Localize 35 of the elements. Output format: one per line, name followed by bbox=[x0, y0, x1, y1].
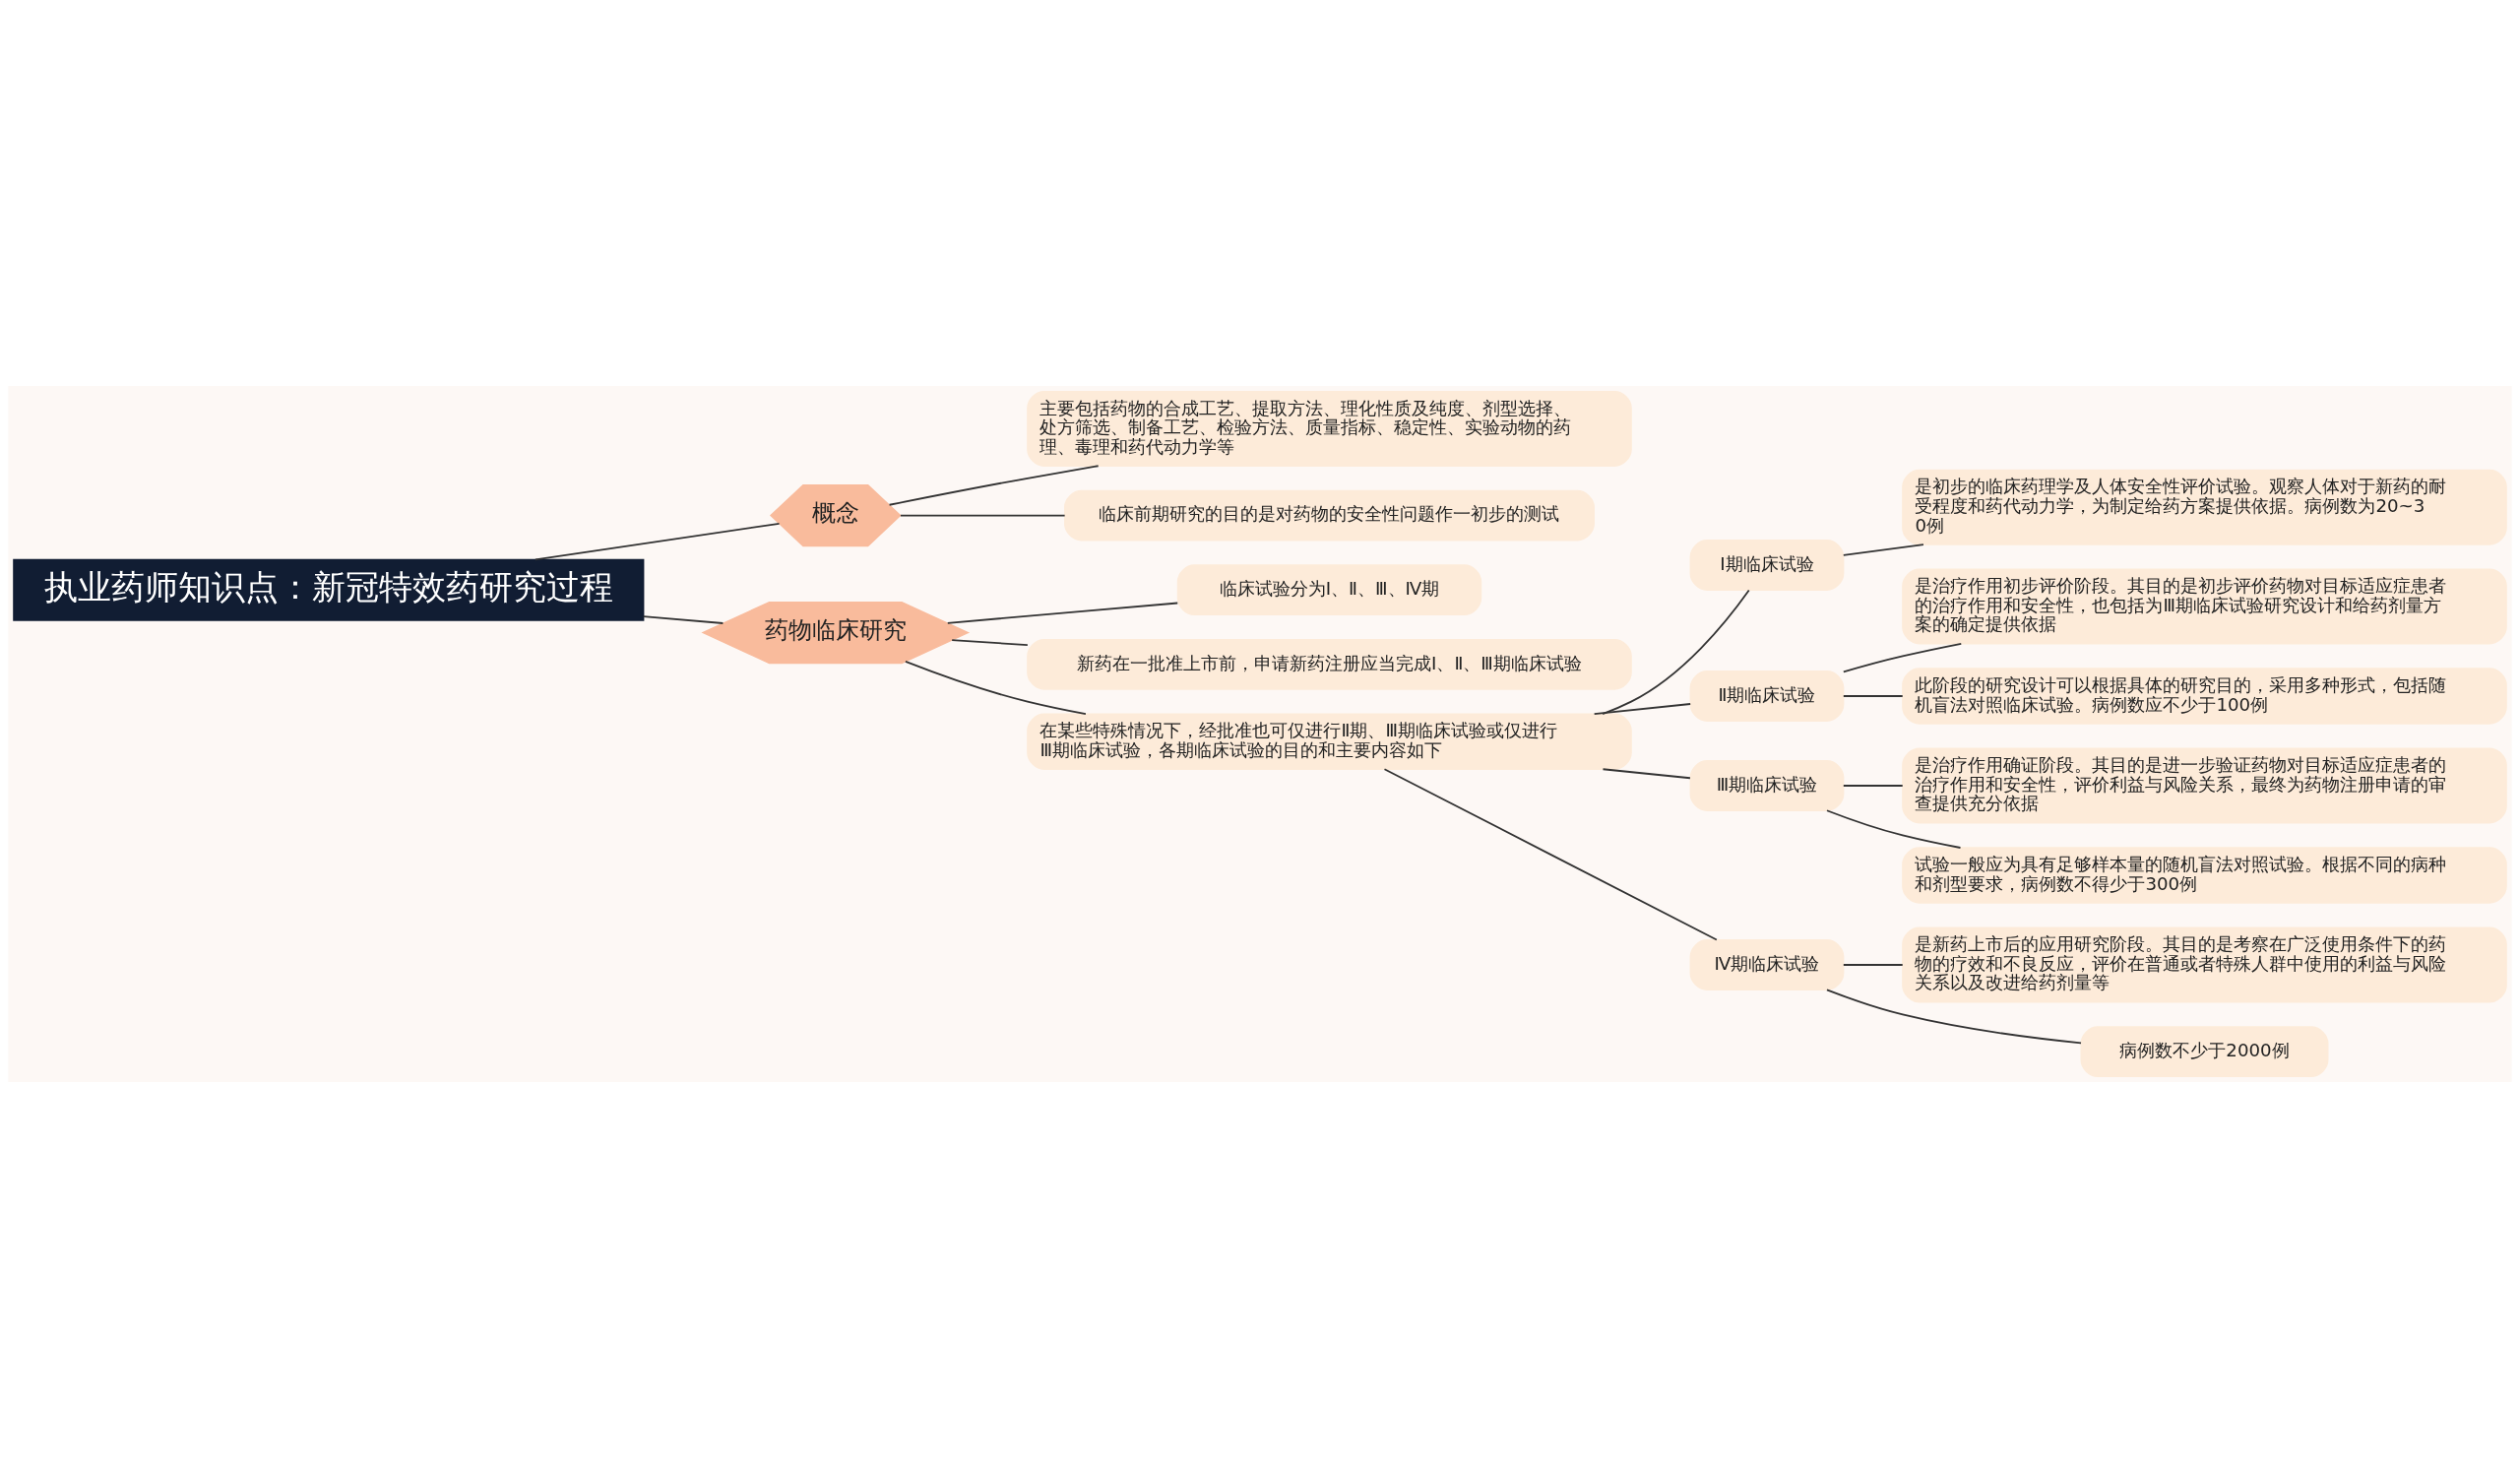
node-box: 新药在一批准上市前，申请新药注册应当完成Ⅰ、Ⅱ、Ⅲ期临床试验 bbox=[1027, 638, 1632, 690]
connector bbox=[1842, 964, 1904, 966]
connector bbox=[905, 661, 1087, 716]
node-box: 是治疗作用确证阶段。其目的是进一步验证药物对目标适应症患者的治疗作用和安全性，评价利益与风险关系，最终为药物注册申请的审查提供充分依据 bbox=[1902, 747, 2507, 824]
node-box: Ⅱ期临床试验 bbox=[1689, 670, 1845, 722]
node-box: 临床试验分为I、Ⅱ、Ⅲ、Ⅳ期 bbox=[1176, 564, 1482, 616]
connector bbox=[1826, 809, 1962, 849]
connector bbox=[1842, 785, 1904, 787]
connector bbox=[1842, 642, 1963, 673]
connector bbox=[1842, 695, 1904, 697]
node-box: 是新药上市后的应用研究阶段。其目的是考察在广泛使用条件下的药物的疗效和不良反应，评价在普通或者特殊人群中使用的利益与风险关系以及改进给药剂量等 bbox=[1902, 926, 2507, 1003]
node-box: 是初步的临床药理学及人体安全性评价试验。观察人体对于新药的耐受程度和药代动力学，为制定给药方案提供依据。病例数为20~30例 bbox=[1902, 469, 2507, 545]
node-box: 病例数不少于2000例 bbox=[2080, 1026, 2329, 1078]
node-box: 临床前期研究的目的是对药物的安全性问题作一初步的测试 bbox=[1064, 489, 1595, 542]
connector bbox=[1826, 989, 2082, 1045]
node-box: 是治疗作用初步评价阶段。其目的是初步评价药物对目标适应症患者的治疗作用和安全性，也包括为Ⅲ期临床试验研究设计和给药剂量方案的确定提供依据 bbox=[1902, 568, 2507, 645]
node-box: I期临床试验 bbox=[1689, 540, 1845, 591]
connector bbox=[1602, 589, 1750, 716]
node-box: 执业药师知识点：新冠特效药研究过程 bbox=[13, 558, 645, 621]
connector bbox=[535, 522, 781, 561]
connector bbox=[642, 615, 724, 624]
node-box: Ⅲ期临床试验 bbox=[1689, 760, 1845, 811]
connector bbox=[1383, 768, 1718, 941]
connector bbox=[951, 639, 1029, 646]
connector bbox=[1842, 543, 1924, 556]
connector bbox=[1593, 703, 1692, 716]
node-box: 此阶段的研究设计可以根据具体的研究目的，采用多种形式，包括随机盲法对照临床试验。病例数应不少于100例 bbox=[1902, 668, 2507, 725]
node-box: 试验一般应为具有足够样本量的随机盲法对照试验。根据不同的病种和剂型要求，病例数不得少于300例 bbox=[1902, 847, 2507, 904]
node-box: 主要包括药物的合成工艺、提取方法、理化性质及纯度、剂型选择、处方筛选、制备工艺、检验方法、质量指标、稳定性、实验动物的药理、毒理和药代动力学等 bbox=[1027, 390, 1632, 467]
connector bbox=[1602, 768, 1691, 780]
connector bbox=[900, 514, 1066, 517]
connector bbox=[946, 602, 1179, 624]
node-box: Ⅳ期临床试验 bbox=[1689, 939, 1845, 990]
connector bbox=[888, 465, 1100, 506]
node-box: 在某些特殊情况下，经批准也可仅进行Ⅱ期、Ⅲ期临床试验或仅进行Ⅲ期临床试验，各期临床试验的目的和主要内容如下 bbox=[1027, 713, 1632, 770]
